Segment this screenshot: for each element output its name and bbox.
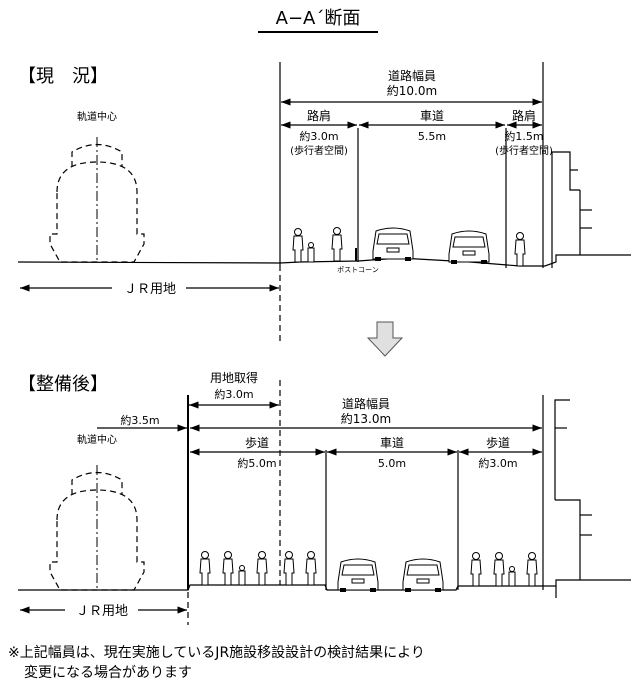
right-sidewalk-value: 約3.0m bbox=[478, 456, 517, 470]
car-icon bbox=[372, 227, 414, 262]
left-sidewalk-label: 歩道 bbox=[245, 435, 269, 450]
right-shoulder-label: 路肩 bbox=[512, 108, 536, 123]
pedestrian-icon bbox=[256, 551, 268, 586]
car-icon bbox=[402, 558, 444, 593]
left-shoulder-value: 約3.0m bbox=[299, 129, 338, 143]
child-icon bbox=[238, 565, 246, 586]
current-label: 【現 況】 bbox=[18, 66, 108, 87]
jr-land-label: ＪＲ用地 bbox=[124, 282, 176, 297]
pedestrian-icon bbox=[199, 551, 211, 586]
carriageway-value: 5.0m bbox=[378, 457, 406, 470]
after-section: 【整備後】 用地取得 約3.0m 約3.5m 軌道中心 道路幅員 約13.0m … bbox=[18, 370, 631, 625]
jr-land-label: ＪＲ用地 bbox=[76, 604, 128, 619]
page-title: A−A´断面 bbox=[276, 8, 361, 29]
car-icon bbox=[448, 230, 490, 265]
building-outline bbox=[554, 399, 570, 500]
pedestrian-icon bbox=[331, 227, 343, 262]
ground-line bbox=[18, 579, 631, 591]
left-shoulder-note: (歩行者空間) bbox=[290, 144, 348, 157]
land-acquisition-label: 用地取得 bbox=[210, 370, 258, 385]
left-shoulder-label: 路肩 bbox=[307, 108, 331, 123]
footnote-line-2: 変更になる場合があります bbox=[24, 664, 192, 681]
right-sidewalk-label: 歩道 bbox=[486, 435, 510, 450]
pedestrian-icon bbox=[292, 228, 304, 263]
building-outline bbox=[551, 151, 580, 268]
pedestrian-icon bbox=[283, 551, 295, 586]
car-icon bbox=[337, 558, 379, 593]
pedestrian-icon bbox=[222, 551, 234, 586]
down-arrow-icon bbox=[366, 321, 404, 357]
track-offset-value: 約3.5m bbox=[120, 413, 159, 427]
after-label: 【整備後】 bbox=[18, 374, 108, 395]
child-icon bbox=[307, 242, 315, 263]
left-sidewalk-value: 約5.0m bbox=[237, 456, 276, 470]
road-width-label: 道路幅員 bbox=[342, 396, 390, 411]
current-section: 【現 況】 軌道中心 道路幅員 約10.0m 路肩 約3.0m (歩行者空間) … bbox=[17, 62, 631, 345]
child-icon bbox=[508, 566, 516, 587]
track-center-label: 軌道中心 bbox=[77, 110, 117, 123]
pedestrian-icon bbox=[493, 552, 505, 587]
right-shoulder-value: 約1.5m bbox=[504, 129, 543, 143]
carriageway-value: 5.5m bbox=[418, 130, 446, 143]
pedestrian-icon bbox=[514, 232, 526, 267]
carriageway-label: 車道 bbox=[380, 436, 404, 450]
pedestrian-icon bbox=[470, 552, 482, 587]
post-cone-label: ポストコーン bbox=[337, 266, 379, 274]
pedestrian-icon bbox=[305, 551, 317, 586]
footnote-line-1: ※上記幅員は、現在実施しているJR施設移設設計の検討結果により bbox=[8, 644, 425, 661]
road-width-label: 道路幅員 bbox=[388, 68, 436, 83]
road-width-value: 約10.0m bbox=[387, 83, 437, 98]
railway-clearance-outline bbox=[49, 136, 145, 263]
land-acquisition-value: 約3.0m bbox=[214, 387, 253, 401]
road-width-value: 約13.0m bbox=[341, 411, 391, 426]
track-center-label: 軌道中心 bbox=[77, 433, 117, 446]
carriageway-label: 車道 bbox=[420, 109, 444, 123]
ground-line bbox=[17, 254, 631, 267]
railway-clearance-outline bbox=[49, 464, 145, 591]
pedestrian-icon bbox=[526, 552, 538, 587]
right-shoulder-note: (歩行者空間) bbox=[495, 144, 553, 157]
